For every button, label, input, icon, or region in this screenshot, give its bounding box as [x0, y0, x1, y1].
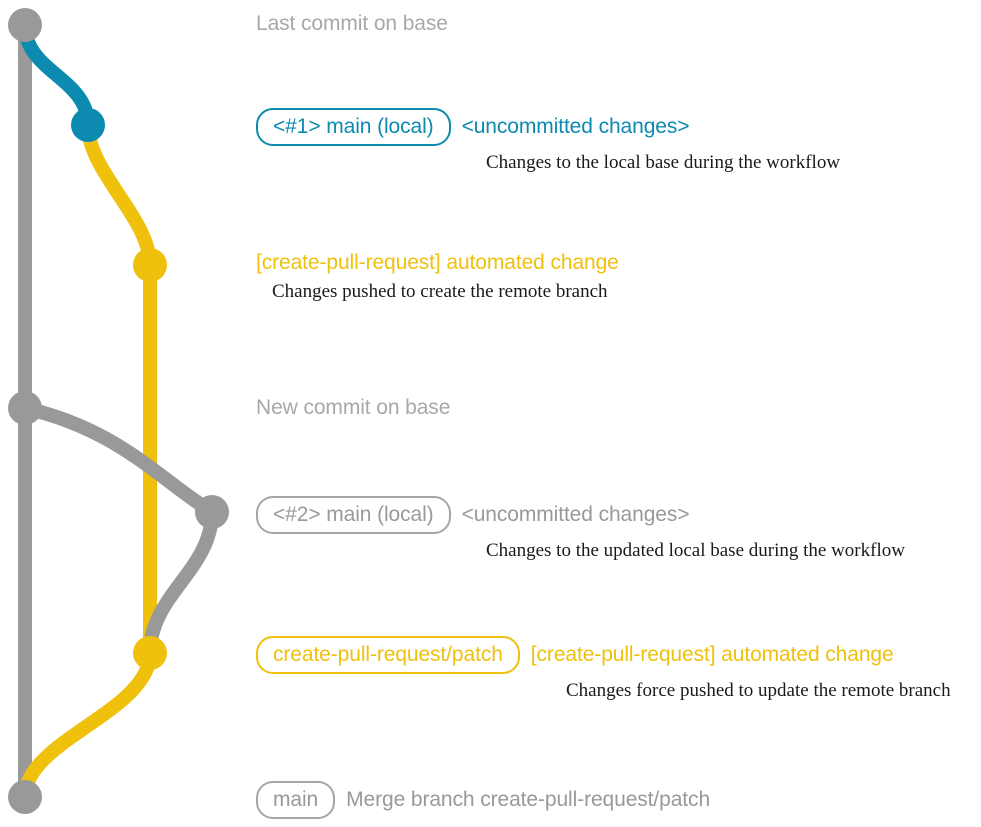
- branch-pill-main-local-2[interactable]: <#2> main (local): [256, 496, 451, 534]
- branch-pill-create-pull-request-patch[interactable]: create-pull-request/patch: [256, 636, 520, 674]
- branch-pill-main[interactable]: main: [256, 781, 336, 819]
- commit-headline: <uncommitted changes>: [461, 115, 690, 138]
- edge-patch-update-to-merge: [18, 646, 157, 804]
- commit-headline: Last commit on base: [256, 12, 448, 35]
- node-local-1: [71, 108, 105, 142]
- commit-row-merge-commit: main Merge branch create-pull-request/pa…: [256, 781, 710, 819]
- commit-headline: [create-pull-request] automated change: [256, 251, 619, 274]
- commit-description: Changes to the local base during the wor…: [486, 152, 841, 173]
- node-merge: [8, 780, 42, 814]
- commit-headline: <uncommitted changes>: [461, 503, 690, 526]
- commit-nodes: [8, 8, 229, 814]
- node-patch-create: [133, 248, 167, 282]
- node-base-last: [8, 8, 42, 42]
- commit-row-new-commit-on-base: New commit on base: [256, 396, 450, 420]
- commit-row-local-commit-1: <#1> main (local) <uncommitted changes> …: [256, 108, 840, 174]
- commit-headline: [create-pull-request] automated change: [530, 643, 894, 666]
- commit-headline: Merge branch create-pull-request/patch: [346, 788, 711, 811]
- node-local-2: [195, 495, 229, 529]
- commit-description: Changes force pushed to update the remot…: [566, 680, 951, 701]
- commit-row-automated-change-create: [create-pull-request] automated change C…: [256, 251, 619, 303]
- commit-description: Changes to the updated local base during…: [486, 540, 905, 561]
- edge-local-2-to-patch-update: [143, 505, 219, 660]
- commit-row-local-commit-2: <#2> main (local) <uncommitted changes> …: [256, 496, 905, 562]
- node-base-new: [8, 391, 42, 425]
- branch-pill-main-local-1[interactable]: <#1> main (local): [256, 108, 451, 146]
- commit-row-last-commit-on-base: Last commit on base: [256, 12, 448, 36]
- edge-base-to-local-2: [18, 401, 219, 519]
- commit-description: Changes pushed to create the remote bran…: [272, 281, 608, 302]
- commit-headline: New commit on base: [256, 396, 451, 419]
- node-patch-update: [133, 636, 167, 670]
- commit-row-automated-change-update: create-pull-request/patch [create-pull-r…: [256, 636, 951, 702]
